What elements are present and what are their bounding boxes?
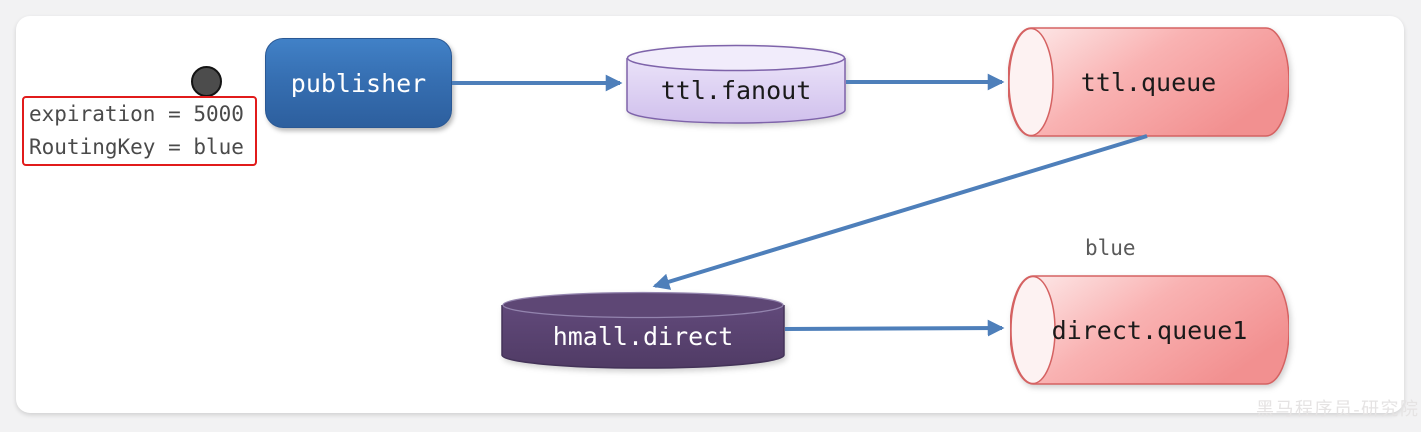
hmall-direct-exchange-shape <box>501 291 785 369</box>
publisher-label: publisher <box>290 68 427 98</box>
direct-queue1-shape <box>1010 275 1289 385</box>
ttl-queue-shape <box>1008 27 1289 137</box>
message-dot-icon <box>191 66 222 97</box>
binding-key-label: blue <box>1085 236 1136 260</box>
expiration-line: expiration = 5000 <box>29 102 244 126</box>
ttl-fanout-exchange-shape <box>626 44 846 124</box>
routing-key-line: RoutingKey = blue <box>29 135 244 159</box>
message-properties-annotation: expiration = 5000 RoutingKey = blue <box>22 96 257 166</box>
publisher-node: publisher <box>265 38 452 128</box>
watermark-text: 黑马程序员-研究院 <box>1256 399 1420 419</box>
